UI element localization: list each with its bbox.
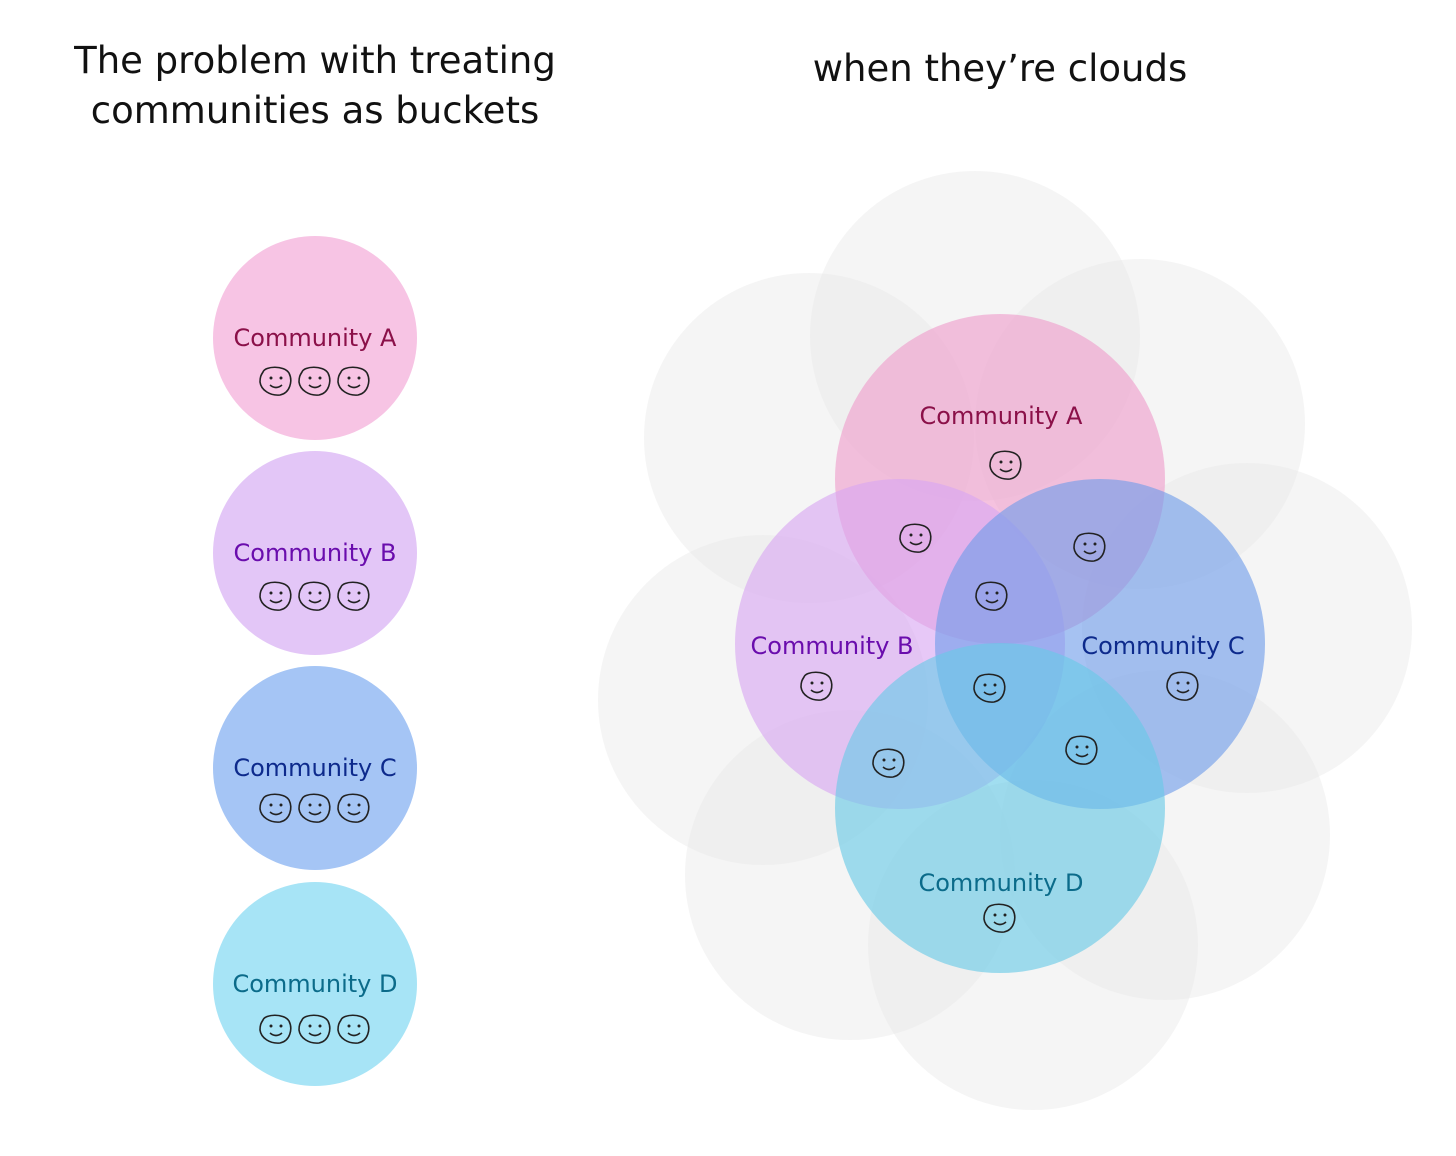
- cloud-label-b: Community B: [751, 632, 914, 660]
- bucket-label: Community A: [234, 324, 398, 352]
- bucket-label: Community C: [233, 754, 396, 782]
- bucket-label: Community B: [234, 539, 397, 567]
- cloud-community-d: [835, 643, 1165, 973]
- bucket-label: Community D: [232, 970, 397, 998]
- bucket-community-d: Community D: [213, 882, 417, 1086]
- cloud-label-d: Community D: [918, 869, 1083, 897]
- left-title-line-2: communities as buckets: [90, 89, 540, 132]
- bucket-community-a: Community A: [213, 236, 417, 440]
- left-title-line-1: The problem with treating: [74, 39, 556, 82]
- bucket-community-c: Community C: [213, 666, 417, 870]
- left-title: The problem with treating communities as…: [40, 36, 590, 136]
- cloud-label-c: Community C: [1081, 632, 1244, 660]
- right-title: when they’re clouds: [812, 47, 1188, 90]
- cloud-label-a: Community A: [920, 402, 1084, 430]
- bucket-community-b: Community B: [213, 451, 417, 655]
